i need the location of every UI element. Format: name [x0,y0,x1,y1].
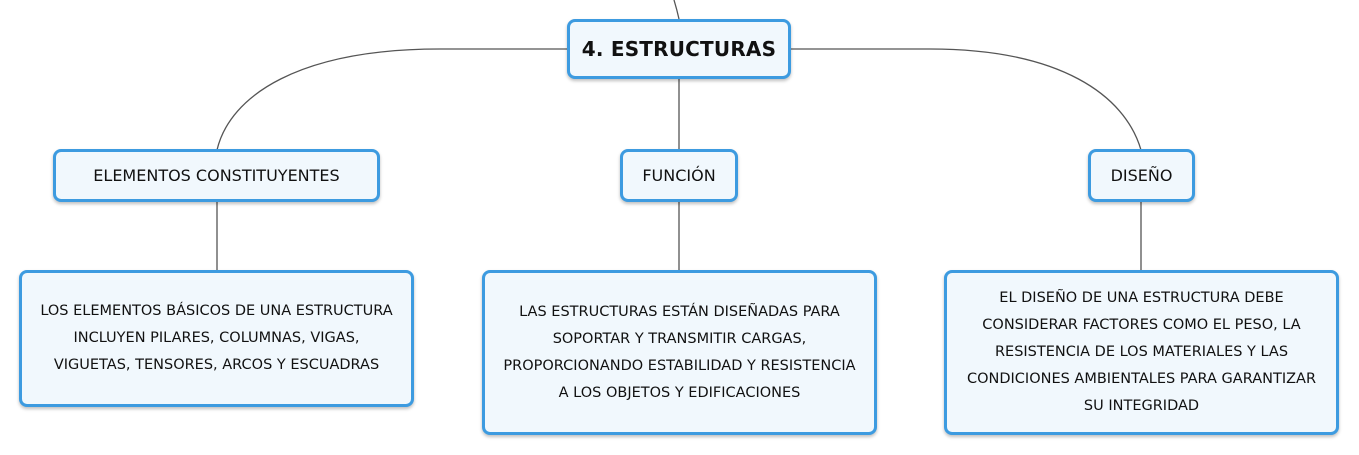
connector-from-parent [673,0,680,20]
detail-node-funcion[interactable]: LAS ESTRUCTURAS ESTÁN DISEÑADAS PARA SOP… [482,270,877,435]
detail-node-text: LOS ELEMENTOS BÁSICOS DE UNA ESTRUCTURA … [40,303,393,373]
category-node-label: ELEMENTOS CONSTITUYENTES [93,166,340,185]
detail-node-diseno[interactable]: EL DISEÑO DE UNA ESTRUCTURA DEBE CONSIDE… [944,270,1339,435]
connector-root-to-elementos [216,48,567,151]
category-node-label: FUNCIÓN [642,166,716,185]
detail-node-text: EL DISEÑO DE UNA ESTRUCTURA DEBE CONSIDE… [966,290,1317,414]
detail-node-elementos[interactable]: LOS ELEMENTOS BÁSICOS DE UNA ESTRUCTURA … [19,270,414,407]
category-node-funcion[interactable]: FUNCIÓN [620,149,738,202]
category-node-elementos[interactable]: ELEMENTOS CONSTITUYENTES [53,149,380,202]
category-node-diseno[interactable]: DISEÑO [1088,149,1195,202]
category-node-label: DISEÑO [1110,166,1173,185]
root-node-label: 4. ESTRUCTURAS [581,37,777,61]
root-node[interactable]: 4. ESTRUCTURAS [567,19,791,79]
connector-root-to-diseno [791,48,1142,151]
detail-node-text: LAS ESTRUCTURAS ESTÁN DISEÑADAS PARA SOP… [503,303,856,401]
